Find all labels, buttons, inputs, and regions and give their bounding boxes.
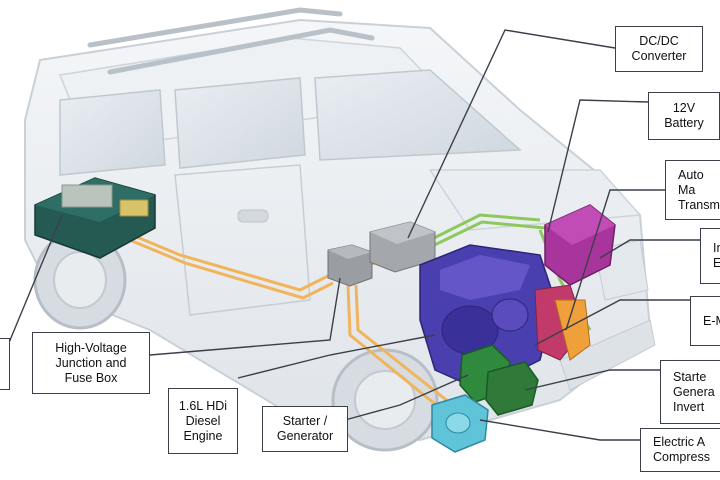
hv-battery-pack <box>34 177 156 259</box>
callout-left-edge-partial <box>0 338 10 390</box>
callout-12v-battery: 12V Battery <box>648 92 720 140</box>
front-wheel <box>331 348 439 452</box>
dcdc-converter-unit <box>369 221 436 273</box>
diesel-engine <box>419 244 556 391</box>
callout-starter-generator: Starter / Generator <box>262 406 348 452</box>
starter-generator-unit <box>459 344 539 416</box>
hv-junction-box <box>327 244 373 287</box>
callout-hv-junction-fuse-box: High-Voltage Junction and Fuse Box <box>32 332 150 394</box>
callout-electric-ac-compressor: Electric A Compress <box>640 428 720 472</box>
callout-starter-generator-inverter: Starte Genera Invert <box>660 360 720 424</box>
callout-auto-transmission: Auto Ma Transm <box>665 160 720 220</box>
van-body <box>24 7 656 442</box>
leader-lines <box>7 29 700 441</box>
callout-dcdc-converter: DC/DC Converter <box>615 26 703 72</box>
inverter-unit <box>544 204 616 286</box>
callout-diesel-engine: 1.6L HDi Diesel Engine <box>168 388 238 454</box>
ac-compressor-unit <box>431 394 489 453</box>
transmission-unit <box>534 284 591 361</box>
callout-inverter: Inv E- <box>700 228 720 284</box>
callout-e-motor: E-M <box>690 296 720 346</box>
